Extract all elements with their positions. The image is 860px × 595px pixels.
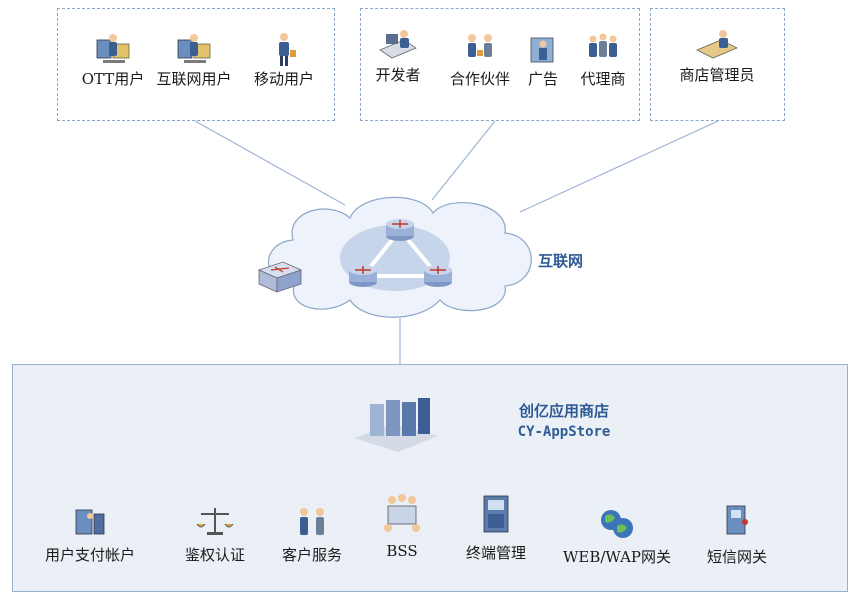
- payment-terminal-icon: [75, 509, 105, 535]
- service-label: 短信网关: [706, 548, 767, 566]
- advertising-icon: [530, 37, 554, 63]
- service-label: 用户支付帐户: [44, 546, 135, 564]
- developer-icon: [379, 30, 417, 59]
- app-store-title: 创亿应用商店: [518, 402, 609, 420]
- service-customer: 客户服务: [272, 506, 352, 565]
- service-authentication: 鉴权认证: [172, 504, 258, 565]
- scales-icon: [196, 508, 234, 535]
- service-label: 终端管理: [465, 544, 526, 562]
- actor-developer: 开发者: [366, 26, 430, 85]
- partner-group: [360, 8, 640, 121]
- service-label: BSS: [386, 542, 418, 560]
- actor-label: OTT用户: [81, 70, 145, 88]
- router-triangle: [349, 219, 452, 287]
- actor-agent: 代理商: [570, 32, 636, 89]
- app-store-server-icon: [354, 398, 438, 452]
- service-terminal-management: 终端管理: [456, 494, 536, 563]
- service-label: 鉴权认证: [184, 546, 245, 564]
- service-sms-gateway: 短信网关: [694, 502, 780, 567]
- ott-user-icon: [96, 34, 130, 63]
- actor-partner: 合作伙伴: [440, 32, 520, 89]
- switch-icon: [257, 261, 303, 293]
- actor-advertising: 广告: [518, 32, 568, 89]
- actor-label: 商店管理员: [679, 66, 755, 84]
- store-admin-icon: [696, 30, 738, 59]
- actor-label: 代理商: [580, 70, 626, 88]
- app-store-subtitle: CY-AppStore: [517, 424, 611, 440]
- internet-label: 互联网: [538, 252, 584, 270]
- terminal-device-icon: [483, 495, 509, 533]
- actor-label: 移动用户: [253, 70, 314, 88]
- partner-icon: [468, 34, 492, 57]
- internet-user-icon: [177, 34, 211, 63]
- customer-service-icon: [300, 508, 324, 535]
- actor-mobile-user: 移动用户: [244, 32, 324, 89]
- actor-store-admin: 商店管理员: [662, 26, 772, 85]
- actor-internet-user: 互联网用户: [146, 32, 242, 89]
- service-payment-account: 用户支付帐户: [30, 506, 150, 565]
- sms-device-icon: [726, 505, 748, 535]
- service-label: 客户服务: [281, 546, 342, 564]
- router-icon: [386, 219, 414, 241]
- service-bss: BSS: [372, 488, 432, 560]
- globe-icon: [601, 510, 633, 538]
- actor-label: 互联网用户: [156, 70, 232, 88]
- admin-group: [650, 8, 785, 121]
- bss-meeting-icon: [384, 494, 420, 532]
- service-label: WEB/WAP网关: [562, 548, 672, 566]
- router-icon: [349, 265, 377, 287]
- actor-label: 开发者: [375, 66, 421, 84]
- agent-icon: [589, 33, 617, 57]
- actor-label: 广告: [527, 70, 558, 88]
- end-user-group: [57, 8, 335, 121]
- router-icon: [424, 265, 452, 287]
- mobile-user-icon: [279, 33, 296, 66]
- service-web-wap-gateway: WEB/WAP网关: [558, 508, 676, 567]
- actor-label: 合作伙伴: [449, 70, 510, 88]
- actor-ott-user: OTT用户: [80, 32, 146, 89]
